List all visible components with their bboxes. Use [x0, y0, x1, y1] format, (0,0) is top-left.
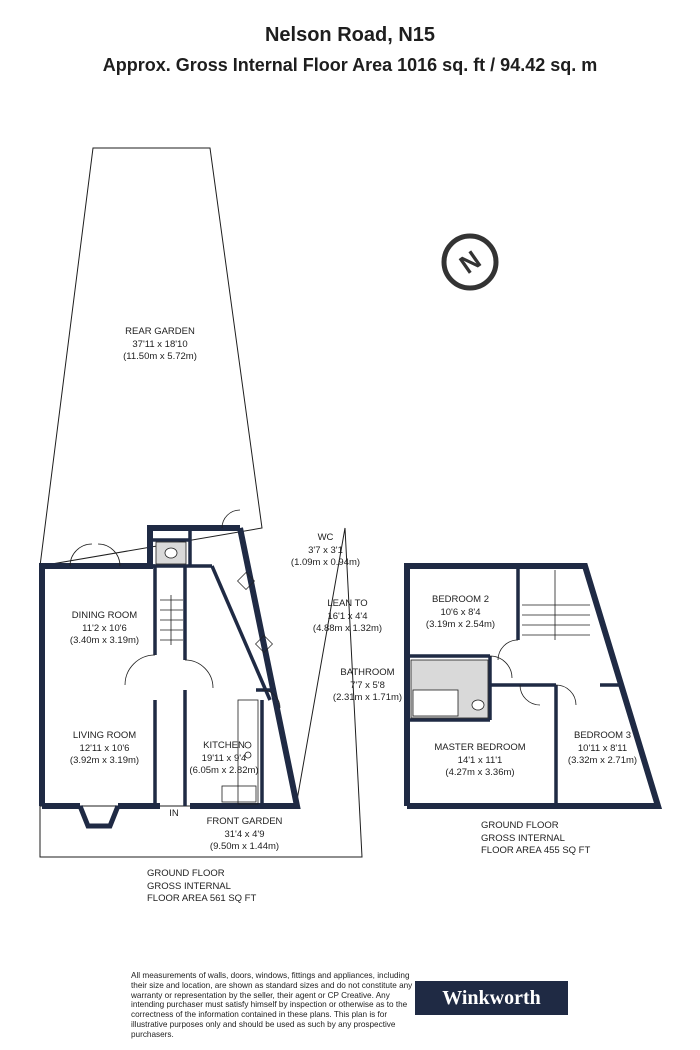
room-size-metric: (2.31m x 1.71m)	[332, 692, 403, 703]
agent-logo: Winkworth	[415, 981, 568, 1015]
rear-garden-outline	[39, 147, 263, 567]
room-name: MASTER BEDROOM	[434, 742, 526, 753]
entrance-label: IN	[169, 808, 179, 819]
room-size-metric: (3.19m x 2.54m)	[425, 619, 496, 630]
room-size-imperial: 10'6 x 8'4	[440, 606, 481, 618]
kitchen-label: KITCHEN 19'11 x 9'4 (6.05m x 2.82m)	[188, 740, 260, 778]
room-size-imperial: 37'11 x 18'10	[132, 338, 188, 350]
room-size-metric: (4.27m x 3.36m)	[445, 767, 515, 778]
room-size-metric: (3.40m x 3.19m)	[69, 635, 140, 646]
room-size-imperial: 16'1 x 4'4	[327, 610, 368, 622]
room-size-metric: (9.50m x 1.44m)	[209, 841, 280, 852]
room-size-imperial: 3'7 x 3'1	[308, 544, 343, 556]
bedroom-3-label: BEDROOM 3 10'11 x 8'11 (3.32m x 2.71m)	[560, 730, 645, 768]
disclaimer-text: All measurements of walls, doors, window…	[131, 971, 413, 1039]
room-name: BATHROOM	[340, 667, 395, 678]
first-doors	[489, 639, 577, 706]
living-room-label: LIVING ROOM 12'11 x 10'6 (3.92m x 3.19m)	[62, 730, 147, 768]
room-size-imperial: 14'1 x 11'1	[457, 754, 503, 766]
room-size-imperial: 11'2 x 10'6	[82, 622, 127, 634]
first-floor-walls	[404, 563, 663, 809]
bathroom-fixtures	[410, 659, 489, 719]
room-size-metric: (3.92m x 3.19m)	[69, 755, 140, 766]
first-staircase	[522, 570, 590, 640]
master-bedroom-label: MASTER BEDROOM 14'1 x 11'1 (4.27m x 3.36…	[425, 742, 535, 780]
north-arrow-icon: N	[441, 233, 499, 291]
front-garden-label: FRONT GARDEN 31'4 x 4'9 (9.50m x 1.44m)	[197, 816, 292, 854]
room-size-metric: (4.88m x 1.32m)	[312, 623, 383, 634]
room-size-imperial: 10'11 x 8'11	[577, 742, 628, 754]
room-size-imperial: 19'11 x 9'4	[201, 752, 247, 764]
room-size-metric: (1.09m x 0.94m)	[290, 557, 361, 568]
room-name: REAR GARDEN	[125, 326, 195, 337]
room-name: FRONT GARDEN	[206, 816, 283, 827]
room-name: LEAN TO	[327, 598, 368, 609]
room-size-imperial: 12'11 x 10'6	[79, 742, 130, 754]
room-size-imperial: 7'7 x 5'8	[350, 679, 385, 691]
ground-floor-total: GROUND FLOOR GROSS INTERNAL FLOOR AREA 5…	[147, 868, 257, 904]
total-floor-area: Approx. Gross Internal Floor Area 1016 s…	[102, 55, 598, 75]
room-size-metric: (3.32m x 2.71m)	[567, 755, 638, 766]
room-name: BEDROOM 3	[573, 730, 631, 741]
bay-window	[77, 805, 121, 829]
room-name: BEDROOM 2	[431, 594, 489, 605]
bedroom-2-label: BEDROOM 2 10'6 x 8'4 (3.19m x 2.54m)	[418, 594, 503, 632]
lean-to-label: LEAN TO 16'1 x 4'4 (4.88m x 1.32m)	[305, 598, 390, 636]
ground-doors	[69, 509, 281, 709]
kitchen-counter	[221, 699, 259, 805]
ground-floor-internal-walls	[148, 528, 276, 806]
property-address: Nelson Road, N15	[264, 24, 436, 46]
room-size-imperial: 31'4 x 4'9	[224, 828, 265, 840]
dining-room-label: DINING ROOM 11'2 x 10'6 (3.40m x 3.19m)	[62, 610, 147, 648]
room-name: WC	[317, 532, 334, 543]
room-name: DINING ROOM	[71, 610, 138, 621]
first-floor-total: GROUND FLOOR GROSS INTERNAL FLOOR AREA 4…	[481, 820, 591, 856]
ground-staircase	[160, 595, 183, 645]
wc-label: WC 3'7 x 3'1 (1.09m x 0.94m)	[283, 532, 368, 570]
skylight-marks	[237, 572, 273, 653]
room-size-metric: (11.50m x 5.72m)	[123, 351, 197, 362]
room-name: LIVING ROOM	[72, 730, 137, 741]
rear-garden-label: REAR GARDEN 37'11 x 18'10 (11.50m x 5.72…	[105, 326, 215, 364]
first-floor-internal-walls	[407, 566, 620, 806]
bathroom-label: BATHROOM 7'7 x 5'8 (2.31m x 1.71m)	[330, 667, 405, 705]
room-name: KITCHEN	[203, 740, 245, 751]
room-size-metric: (6.05m x 2.82m)	[189, 765, 259, 776]
